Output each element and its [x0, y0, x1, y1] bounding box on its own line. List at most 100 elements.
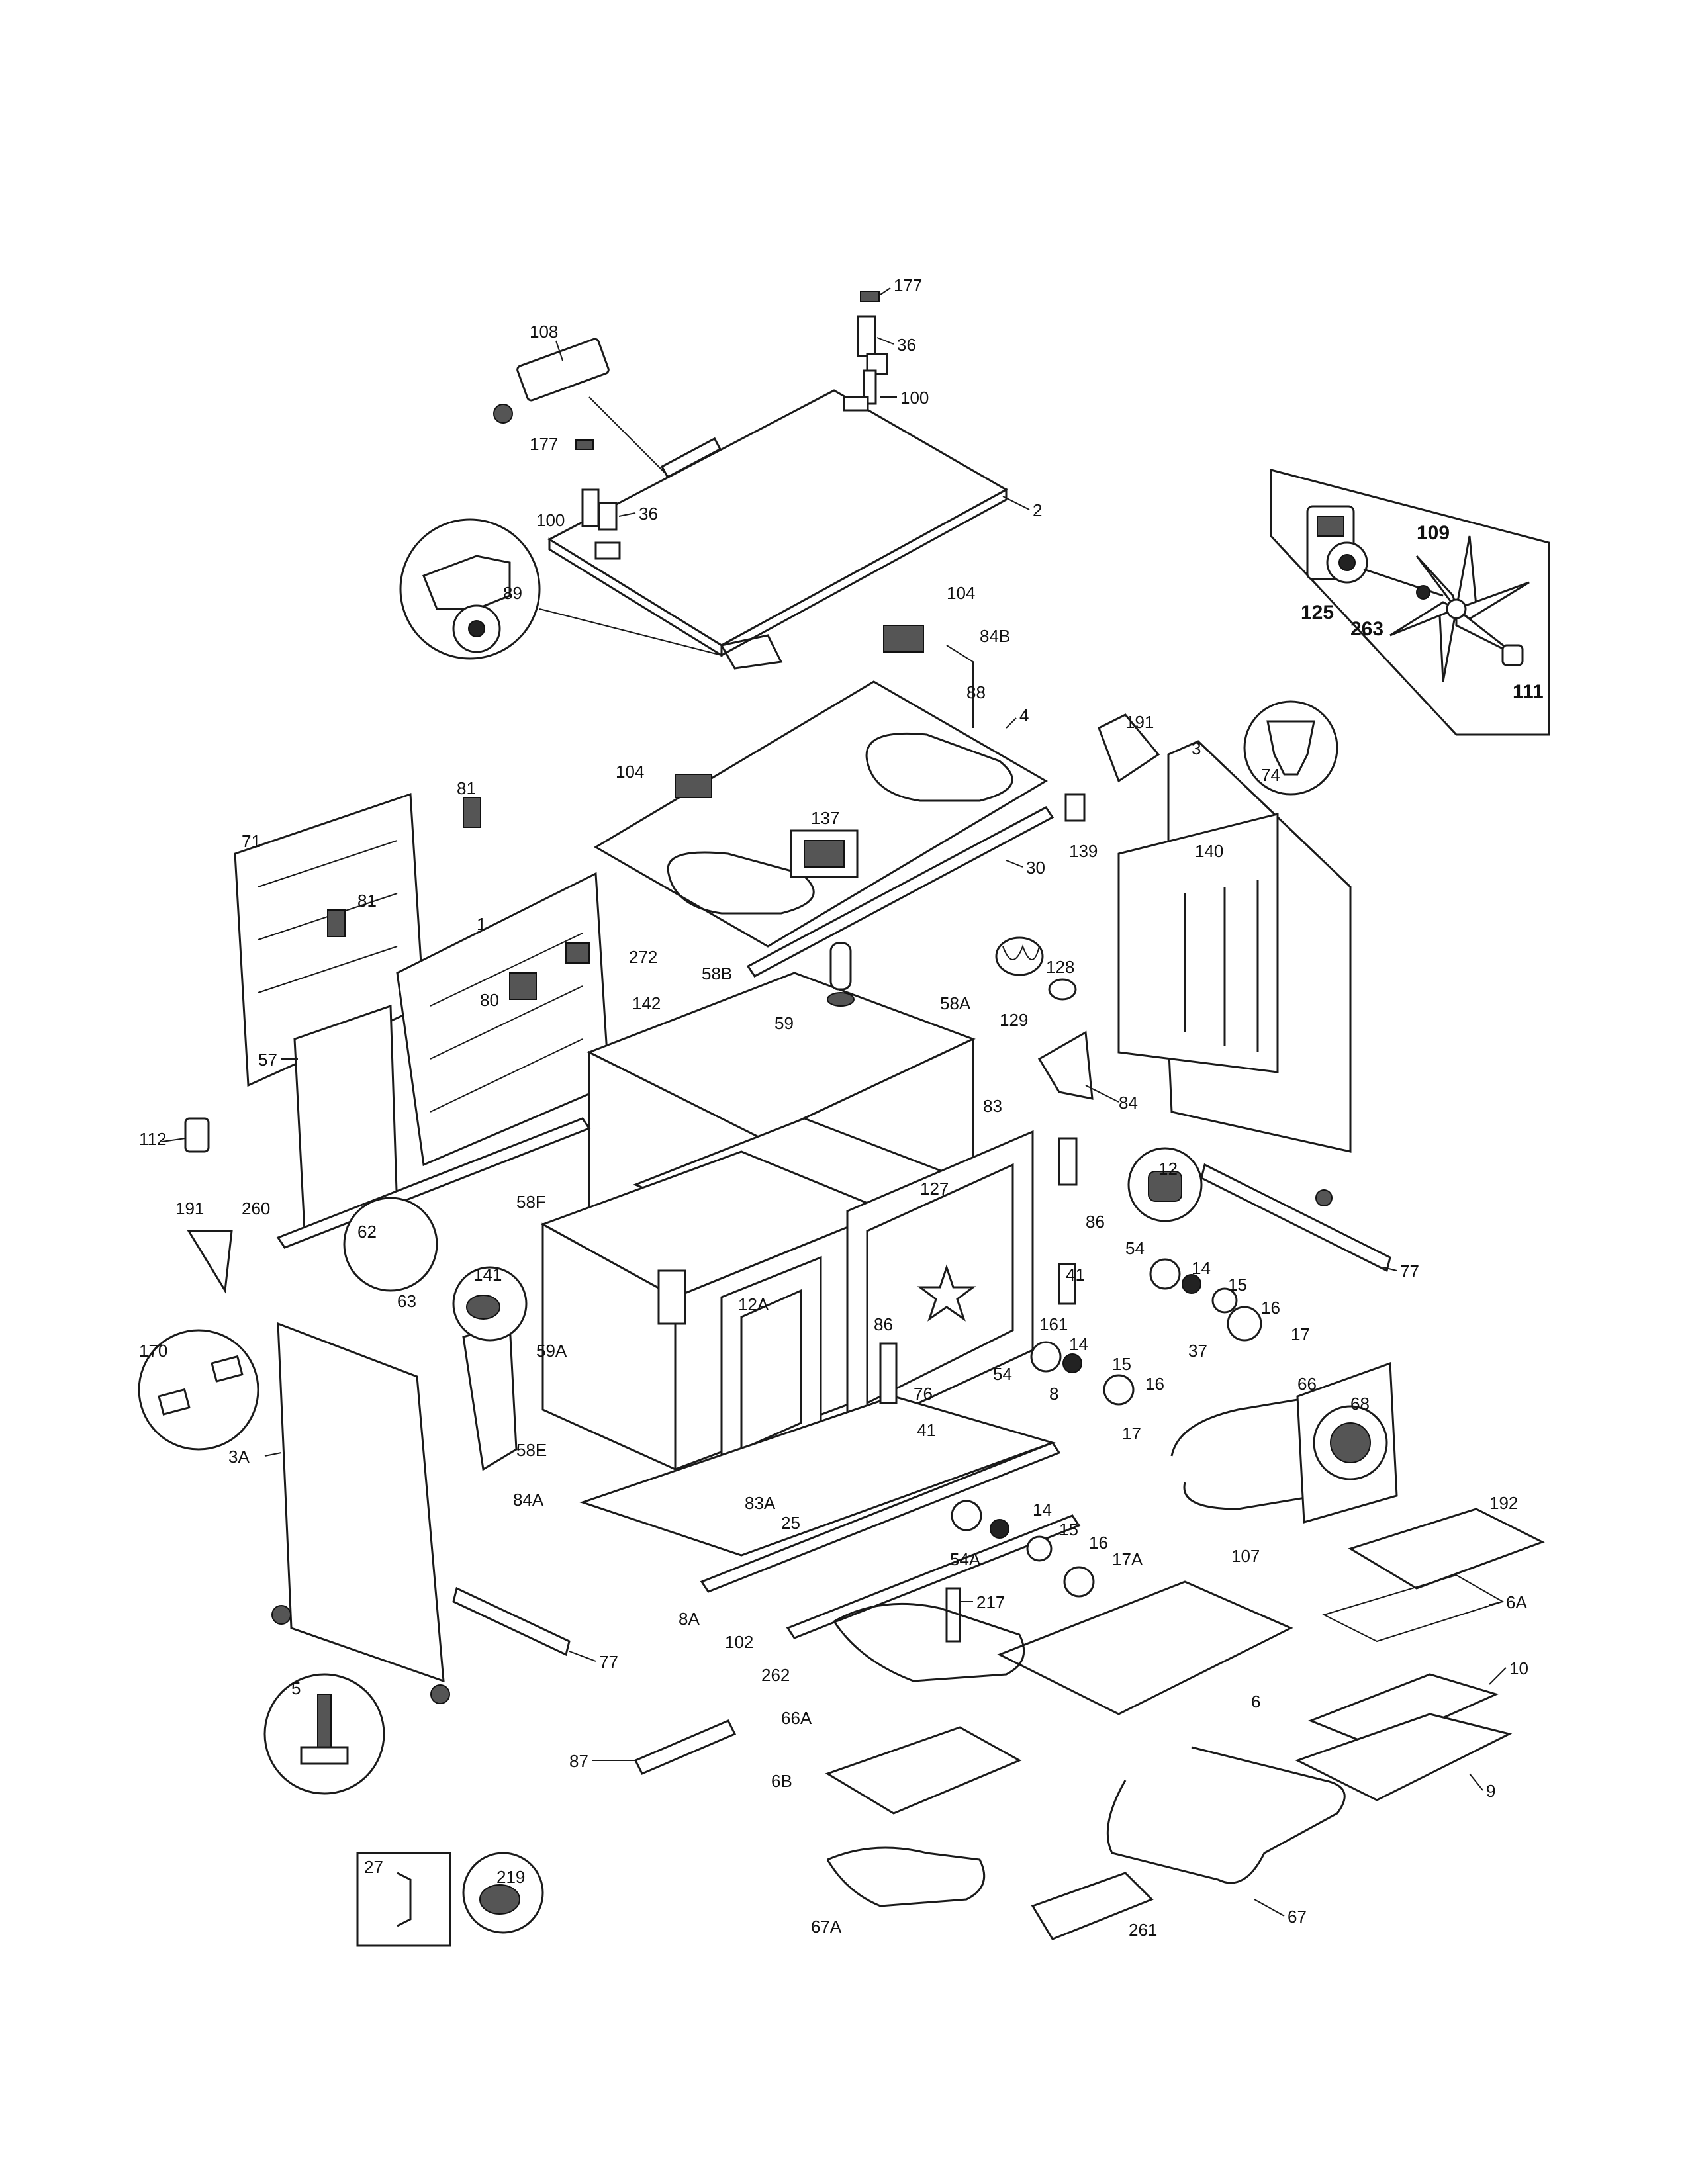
label-59: 59 [774, 1013, 794, 1033]
label-58B: 58B [702, 964, 732, 983]
label-140: 140 [1195, 841, 1223, 861]
label-58E: 58E [516, 1440, 547, 1460]
label-36: 36 [639, 504, 658, 523]
label-177: 177 [894, 275, 922, 295]
label-260: 260 [242, 1199, 270, 1218]
label-83A: 83A [745, 1493, 776, 1513]
label-100: 100 [536, 510, 565, 530]
label-87: 87 [569, 1751, 588, 1771]
label-37: 37 [1188, 1341, 1207, 1361]
label-66A: 66A [781, 1708, 812, 1728]
label-58F: 58F [516, 1192, 546, 1212]
label-104: 104 [616, 762, 644, 782]
label-17: 17 [1291, 1324, 1310, 1344]
label-100: 100 [900, 388, 929, 408]
label-15: 15 [1112, 1354, 1131, 1374]
label-83: 83 [983, 1096, 1002, 1116]
label-161: 161 [1039, 1314, 1068, 1334]
label-219: 219 [496, 1867, 525, 1887]
label-104: 104 [947, 583, 975, 603]
label-54A: 54A [950, 1549, 981, 1569]
label-14: 14 [1192, 1258, 1211, 1278]
label-177: 177 [530, 434, 558, 454]
label-141: 141 [473, 1265, 502, 1285]
label-263: 263 [1350, 618, 1383, 640]
label-191: 191 [1125, 712, 1154, 732]
right-side-3 [1064, 700, 1352, 1206]
label-67: 67 [1288, 1907, 1307, 1927]
racks-and-pans [633, 1508, 1545, 1940]
label-6A: 6A [1506, 1592, 1527, 1612]
label-14: 14 [1033, 1500, 1052, 1520]
label-5: 5 [291, 1678, 301, 1698]
label-272: 272 [629, 947, 657, 967]
label-30: 30 [1026, 858, 1045, 878]
label-58A: 58A [940, 993, 971, 1013]
hinge-detail-89 [399, 518, 783, 670]
label-80: 80 [480, 990, 499, 1010]
oven-cavity [540, 936, 1391, 1639]
label-139: 139 [1069, 841, 1098, 861]
label-12: 12 [1158, 1159, 1178, 1179]
label-3A: 3A [228, 1447, 250, 1467]
label-191: 191 [175, 1199, 204, 1218]
label-108: 108 [530, 322, 558, 341]
label-68: 68 [1350, 1394, 1370, 1414]
leader-lines [162, 287, 1507, 1917]
label-77: 77 [1400, 1261, 1419, 1281]
label-16: 16 [1089, 1533, 1108, 1553]
label-142: 142 [632, 993, 661, 1013]
label-8: 8 [1049, 1384, 1058, 1404]
label-6B: 6B [771, 1771, 792, 1791]
element-66 [1170, 1361, 1398, 1524]
label-129: 129 [1000, 1010, 1028, 1030]
inset-27-219 [356, 1852, 544, 1947]
brackets-top [575, 291, 888, 560]
label-89: 89 [503, 583, 522, 603]
label-86: 86 [1086, 1212, 1105, 1232]
label-10: 10 [1509, 1659, 1528, 1678]
label-112: 112 [139, 1129, 166, 1149]
label-1: 1 [477, 914, 486, 934]
label-14: 14 [1069, 1334, 1088, 1354]
label-71: 71 [242, 831, 261, 851]
label-9: 9 [1486, 1781, 1495, 1801]
label-127: 127 [920, 1179, 949, 1199]
inner-top-4 [594, 625, 1055, 978]
label-41: 41 [917, 1420, 936, 1440]
label-74: 74 [1261, 765, 1280, 785]
label-137: 137 [811, 808, 839, 828]
label-17A: 17A [1112, 1549, 1143, 1569]
label-81: 81 [357, 891, 377, 911]
part-labels: 177 36 100 108 177 100 36 2 89 104 84B 8… [139, 275, 1544, 1940]
label-15: 15 [1228, 1275, 1247, 1295]
label-109: 109 [1417, 522, 1450, 544]
label-16: 16 [1145, 1374, 1164, 1394]
label-36: 36 [897, 335, 916, 355]
label-111: 111 [1513, 681, 1544, 703]
label-102: 102 [725, 1632, 753, 1652]
label-81: 81 [457, 778, 476, 798]
label-6: 6 [1251, 1692, 1260, 1711]
label-262: 262 [761, 1665, 790, 1685]
label-8A: 8A [679, 1609, 700, 1629]
label-125: 125 [1301, 602, 1334, 623]
label-84B: 84B [980, 626, 1010, 646]
label-57: 57 [258, 1050, 277, 1069]
label-76: 76 [914, 1384, 933, 1404]
label-59A: 59A [536, 1341, 567, 1361]
label-2: 2 [1033, 500, 1042, 520]
top-panel [547, 389, 1009, 657]
label-217: 217 [976, 1592, 1005, 1612]
label-128: 128 [1046, 957, 1074, 977]
label-67A: 67A [811, 1917, 842, 1936]
label-107: 107 [1231, 1546, 1260, 1566]
label-88: 88 [966, 682, 986, 702]
label-15: 15 [1059, 1520, 1078, 1539]
label-63: 63 [397, 1291, 416, 1311]
convection-element-108 [493, 338, 669, 477]
label-17: 17 [1122, 1424, 1141, 1443]
label-3: 3 [1192, 739, 1201, 758]
label-86: 86 [874, 1314, 893, 1334]
label-261: 261 [1129, 1920, 1157, 1940]
